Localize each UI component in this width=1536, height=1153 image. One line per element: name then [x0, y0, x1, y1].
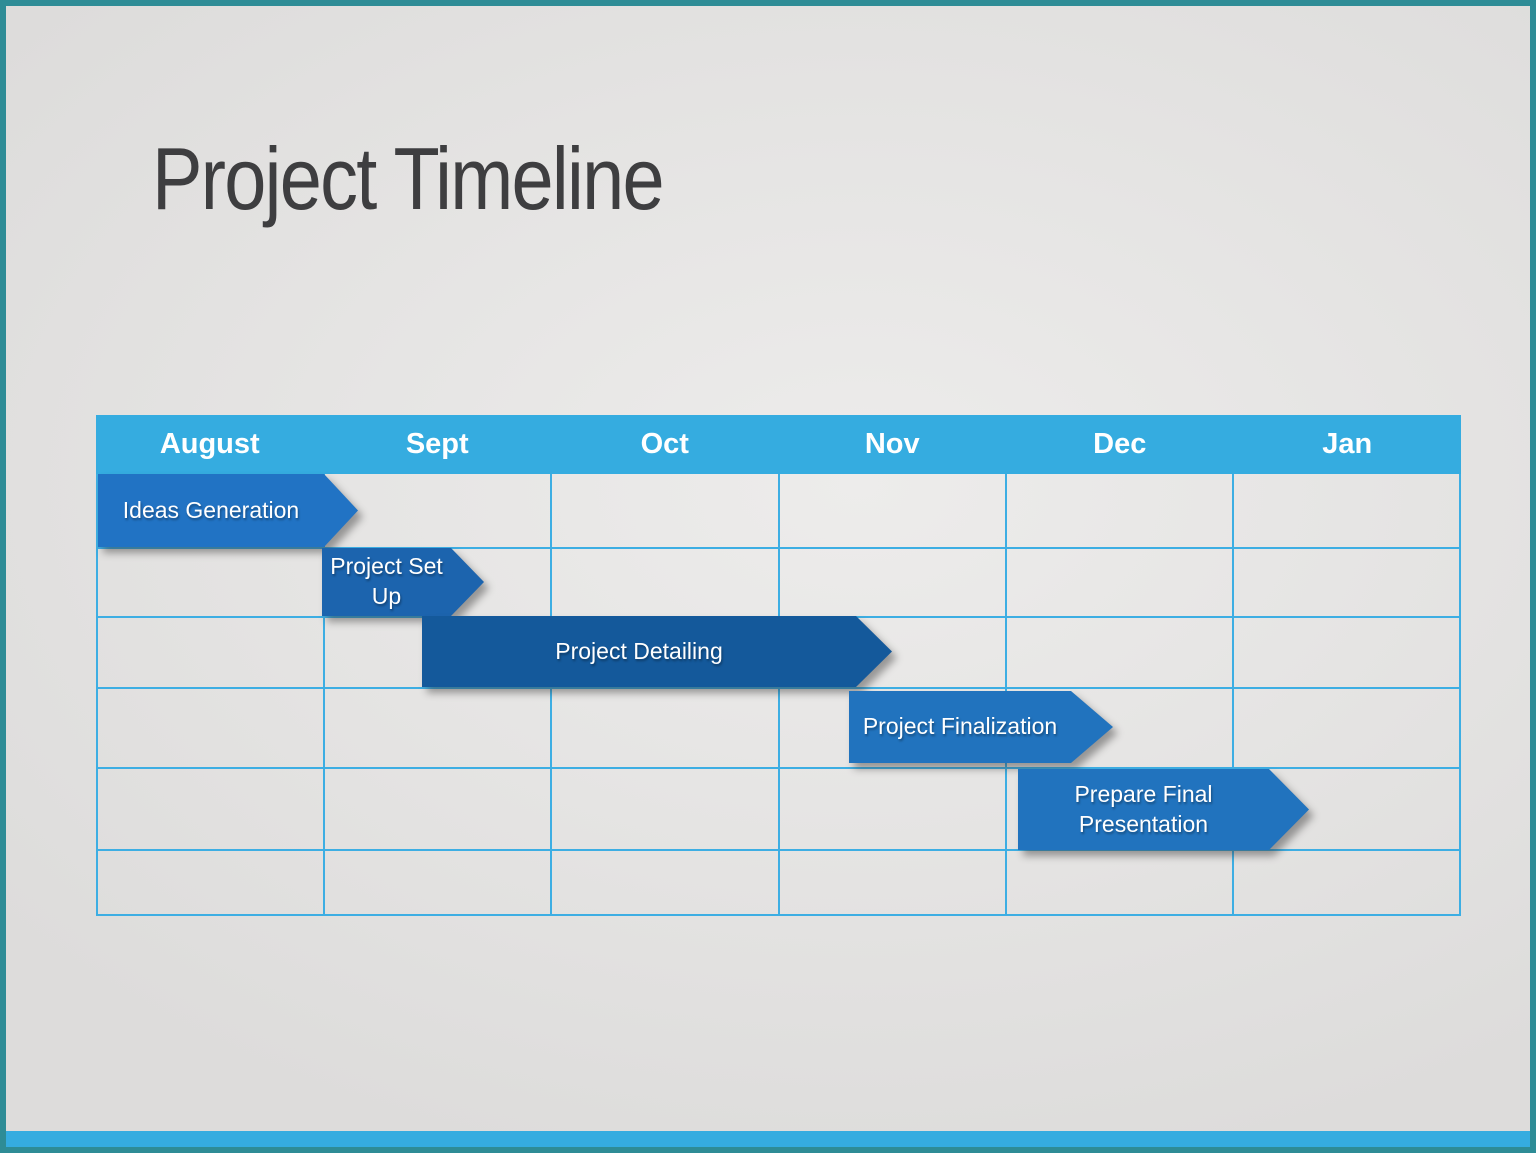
grid-cell [1004, 851, 1232, 914]
month-header-oct: Oct [640, 428, 689, 460]
task-bar-ideas-generation: Ideas Generation [98, 474, 358, 547]
task-label: Project Set [330, 553, 443, 580]
grid-cell [550, 689, 777, 767]
grid-cell [323, 618, 550, 687]
grid-cell [550, 549, 777, 616]
grid-cell [1231, 474, 1459, 547]
task-arrow-shape: Project Finalization [849, 691, 1113, 763]
page-title: Project Timeline [152, 129, 665, 228]
grid-cell [98, 851, 323, 914]
grid-row-2 [98, 547, 1459, 616]
grid-cell [550, 851, 777, 914]
grid-cell [323, 689, 550, 767]
grid-row-4 [98, 687, 1459, 767]
grid-cell [98, 549, 323, 616]
grid-cell [777, 689, 1005, 767]
month-header-jan: Jan [1322, 428, 1373, 460]
grid-cell [1004, 474, 1232, 547]
task-arrow-shape: Ideas Generation [98, 474, 358, 547]
task-bar-project-finalization: Project Finalization [849, 691, 1113, 763]
grid-cell [98, 689, 323, 767]
month-header-dec: Dec [1093, 428, 1147, 460]
grid-cell [1231, 851, 1459, 914]
footer-accent-bar [6, 1131, 1530, 1147]
task-label: Up [371, 583, 402, 609]
grid-cell [1004, 549, 1232, 616]
task-label: Project Finalization [862, 713, 1058, 740]
gantt-grid [96, 474, 1461, 916]
grid-cell [1004, 769, 1232, 849]
task-label: Ideas Generation [122, 496, 300, 523]
grid-cell [1231, 689, 1459, 767]
gantt-table: August Sept Oct Nov Dec Jan [96, 415, 1461, 916]
grid-cell [777, 851, 1005, 914]
grid-cell [1231, 549, 1459, 616]
grid-cell [1231, 618, 1459, 687]
month-header-sept: Sept [405, 428, 469, 460]
grid-cell [98, 769, 323, 849]
grid-cell [1004, 618, 1232, 687]
task-label: Project Detailing [555, 637, 723, 664]
task-label: Prepare Final [1074, 780, 1213, 807]
grid-cell [98, 618, 323, 687]
grid-cell [777, 474, 1005, 547]
task-bar-project-detailing: Project Detailing [422, 616, 892, 687]
grid-cell [777, 769, 1005, 849]
task-arrow-shape: Project Detailing [422, 616, 892, 687]
grid-row-6 [98, 849, 1459, 914]
grid-cell [323, 851, 550, 914]
month-header-nov: Nov [864, 428, 920, 460]
task-label: Presentation [1078, 810, 1209, 837]
month-header-august: August [159, 428, 260, 460]
grid-cell [550, 769, 777, 849]
grid-cell [777, 549, 1005, 616]
month-header-row: August Sept Oct Nov Dec Jan [96, 415, 1461, 474]
grid-cell [550, 474, 777, 547]
grid-cell [323, 769, 550, 849]
